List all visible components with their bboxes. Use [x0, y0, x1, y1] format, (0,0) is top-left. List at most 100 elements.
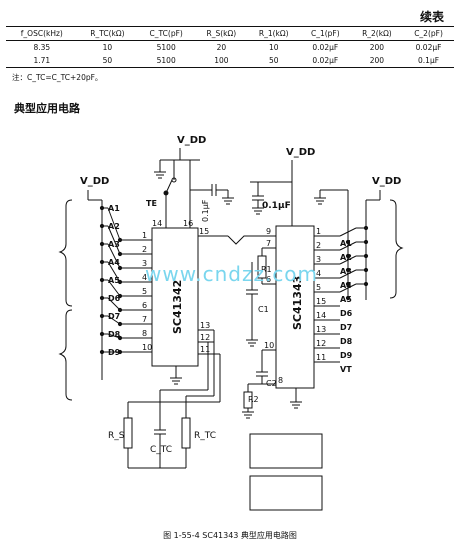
- pin-label: 10: [264, 341, 274, 350]
- pin-label: 4: [142, 273, 147, 282]
- pin-label: 13: [316, 325, 326, 334]
- component-label: R2: [248, 395, 259, 404]
- pin-label: 5: [316, 283, 321, 292]
- table-note: 注：C_TC=C_TC+20pF。: [12, 73, 103, 82]
- vdd-label: V_DD: [286, 147, 315, 158]
- watermark: www.cndzz.com: [145, 262, 319, 286]
- continued-label: 续表: [419, 10, 444, 24]
- pin-label: 5: [142, 287, 147, 296]
- pin-label: 11: [200, 345, 210, 354]
- io-label: A4: [340, 281, 352, 290]
- ic-sc41343-body: [275, 225, 315, 389]
- table-cell: 5100: [156, 43, 176, 52]
- section-title: 典型应用电路: [14, 102, 80, 115]
- io-label: A3: [340, 267, 352, 276]
- pin-label: 10: [142, 343, 152, 352]
- pin-label: 6: [266, 275, 271, 284]
- table-cell: 5100: [156, 56, 176, 65]
- pin-label: 1: [142, 231, 147, 240]
- pin-label: 3: [316, 255, 321, 264]
- table-cell: 10: [102, 43, 113, 52]
- vdd-label: V_DD: [177, 135, 206, 146]
- component-label: C_TC: [150, 445, 172, 455]
- io-label: A1: [108, 204, 120, 213]
- component-label: C1: [258, 305, 269, 314]
- io-label: A2: [108, 222, 120, 231]
- io-label: A5: [340, 295, 352, 304]
- table-header-cell: R_TC(kΩ): [90, 29, 125, 38]
- component-label: R_S: [108, 431, 125, 441]
- table-header-cell: R_S(kΩ): [206, 29, 237, 38]
- pin-label: 8: [278, 376, 283, 385]
- pin-label: 8: [142, 329, 147, 338]
- table-header-cell: R_1(kΩ): [258, 29, 289, 38]
- table-header-cell: C_1(pF): [310, 29, 340, 38]
- pin-label: 2: [316, 241, 321, 250]
- vdd-label: V_DD: [80, 176, 109, 187]
- table-cell: 1.71: [33, 56, 51, 65]
- pin-label: 7: [142, 315, 147, 324]
- pin-label: 15: [199, 227, 209, 236]
- component-label: R1: [261, 265, 272, 274]
- display-box: [249, 475, 323, 511]
- pin-label: 1: [316, 227, 321, 236]
- pin-label: 12: [200, 333, 210, 342]
- table-cell: 50: [102, 56, 113, 65]
- table-header-cell: C_TC(pF): [149, 29, 183, 38]
- pin-label: 11: [316, 353, 326, 362]
- io-label: D8: [340, 337, 353, 346]
- table-header-cell: f_OSC(kHz): [20, 29, 63, 38]
- component-label: R_TC: [194, 431, 216, 441]
- table-row: 1.71 50 5100 100 50 0.02μF 200 0.1μF: [6, 54, 454, 68]
- pin-label: 12: [316, 339, 326, 348]
- table-header-cell: R_2(kΩ): [362, 29, 392, 38]
- figure-caption: 图 1-55-4 SC41343 典型应用电路图: [163, 531, 297, 540]
- table-cell: 0.1μF: [418, 56, 440, 65]
- io-label: D6: [340, 309, 353, 318]
- te-label: TE: [146, 199, 157, 208]
- table-cell: 200: [369, 56, 385, 65]
- table-cell: 0.02μF: [312, 43, 339, 52]
- pin-label: 9: [266, 227, 271, 236]
- io-label: D8: [108, 330, 121, 339]
- parameter-table: f_OSC(kHz) R_TC(kΩ) C_TC(pF) R_S(kΩ) R_1…: [6, 26, 454, 68]
- table-cell: 8.35: [33, 43, 51, 52]
- table-cell: 0.02μF: [312, 56, 339, 65]
- cap-label: 0.1μF: [262, 201, 291, 211]
- table-cell: 200: [369, 43, 385, 52]
- table-cell: 10: [268, 43, 279, 52]
- io-label: D7: [340, 323, 352, 332]
- io-label: A1: [340, 239, 352, 248]
- io-label: D6: [108, 294, 121, 303]
- io-label: VT: [340, 365, 352, 374]
- vdd-label: V_DD: [372, 176, 401, 187]
- pin-label: 14: [152, 219, 162, 228]
- circuit-diagram: SC41342 14 16 V_DD TE 0.1μF 1A12A23A34A4…: [58, 135, 404, 511]
- table-cell: 20: [216, 43, 227, 52]
- table-header-cell: C_2(pF): [414, 29, 443, 38]
- pin-label: 6: [142, 301, 147, 310]
- io-label: A3: [108, 240, 120, 249]
- io-label: D9: [340, 351, 353, 360]
- table-cell: 100: [214, 56, 229, 65]
- ic-sc41343-label: SC41343: [291, 276, 304, 330]
- pin-label: 14: [316, 311, 326, 320]
- pin-label: 16: [183, 219, 193, 228]
- display-box: [249, 433, 323, 469]
- io-label: A5: [108, 276, 120, 285]
- io-label: D7: [108, 312, 120, 321]
- ic-sc41342-body: [151, 227, 199, 367]
- pin-label: 15: [316, 297, 326, 306]
- pin-label: 3: [142, 259, 147, 268]
- pin-label: 7: [266, 239, 271, 248]
- table-cell: 0.02μF: [415, 43, 442, 52]
- table-cell: 50: [268, 56, 279, 65]
- pin-label: 13: [200, 321, 210, 330]
- pin-label: 2: [142, 245, 147, 254]
- io-label: A2: [340, 253, 352, 262]
- table-row: 8.35 10 5100 20 10 0.02μF 200 0.02μF: [6, 41, 454, 55]
- ic-sc41342-label: SC41342: [171, 280, 184, 334]
- io-label: A4: [108, 258, 120, 267]
- table-header-row: f_OSC(kHz) R_TC(kΩ) C_TC(pF) R_S(kΩ) R_1…: [6, 26, 454, 41]
- pin-label: 4: [316, 269, 321, 278]
